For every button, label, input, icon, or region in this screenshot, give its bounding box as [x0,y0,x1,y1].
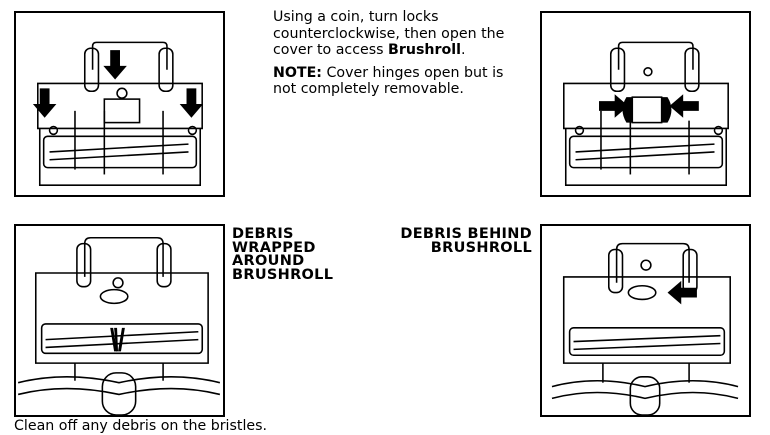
brushroll-term: Brushroll [388,42,461,58]
step-instruction: Using a coin, turn locks counterclockwis… [273,9,523,59]
illustration-debris-behind [540,224,751,417]
note-label: NOTE: [273,64,322,81]
illustration-turn-locks [14,11,225,197]
step-text: Using a coin, turn locks counterclockwis… [273,9,505,58]
note: NOTE: Cover hinges open but is not compl… [273,65,523,98]
arrow-down-icons [32,50,204,118]
brushroll-behind-drawing [551,242,739,415]
illustration-debris-wrapped [14,224,225,417]
brushroll-cover-open-drawing [563,41,729,186]
brushroll-wrapped-drawing [17,236,221,415]
step-end: . [460,42,466,58]
arrow-inward-icons [599,94,699,123]
caption-debris-behind: DEBRIS BEHIND BRUSHROLL [400,226,532,256]
brushroll-cover-locks-drawing [32,41,204,186]
debris-strands-icon [110,327,125,352]
illustration-open-cover [540,11,751,197]
footer-instruction: Clean off any debris on the bristles. [14,418,268,434]
instruction-block: Using a coin, turn locks counterclockwis… [273,9,523,98]
caption-debris-wrapped: DEBRIS WRAPPED AROUND BRUSHROLL [232,226,334,283]
note-text: Cover hinges open but is not completely … [273,64,504,98]
arrow-left-icon [667,280,697,305]
